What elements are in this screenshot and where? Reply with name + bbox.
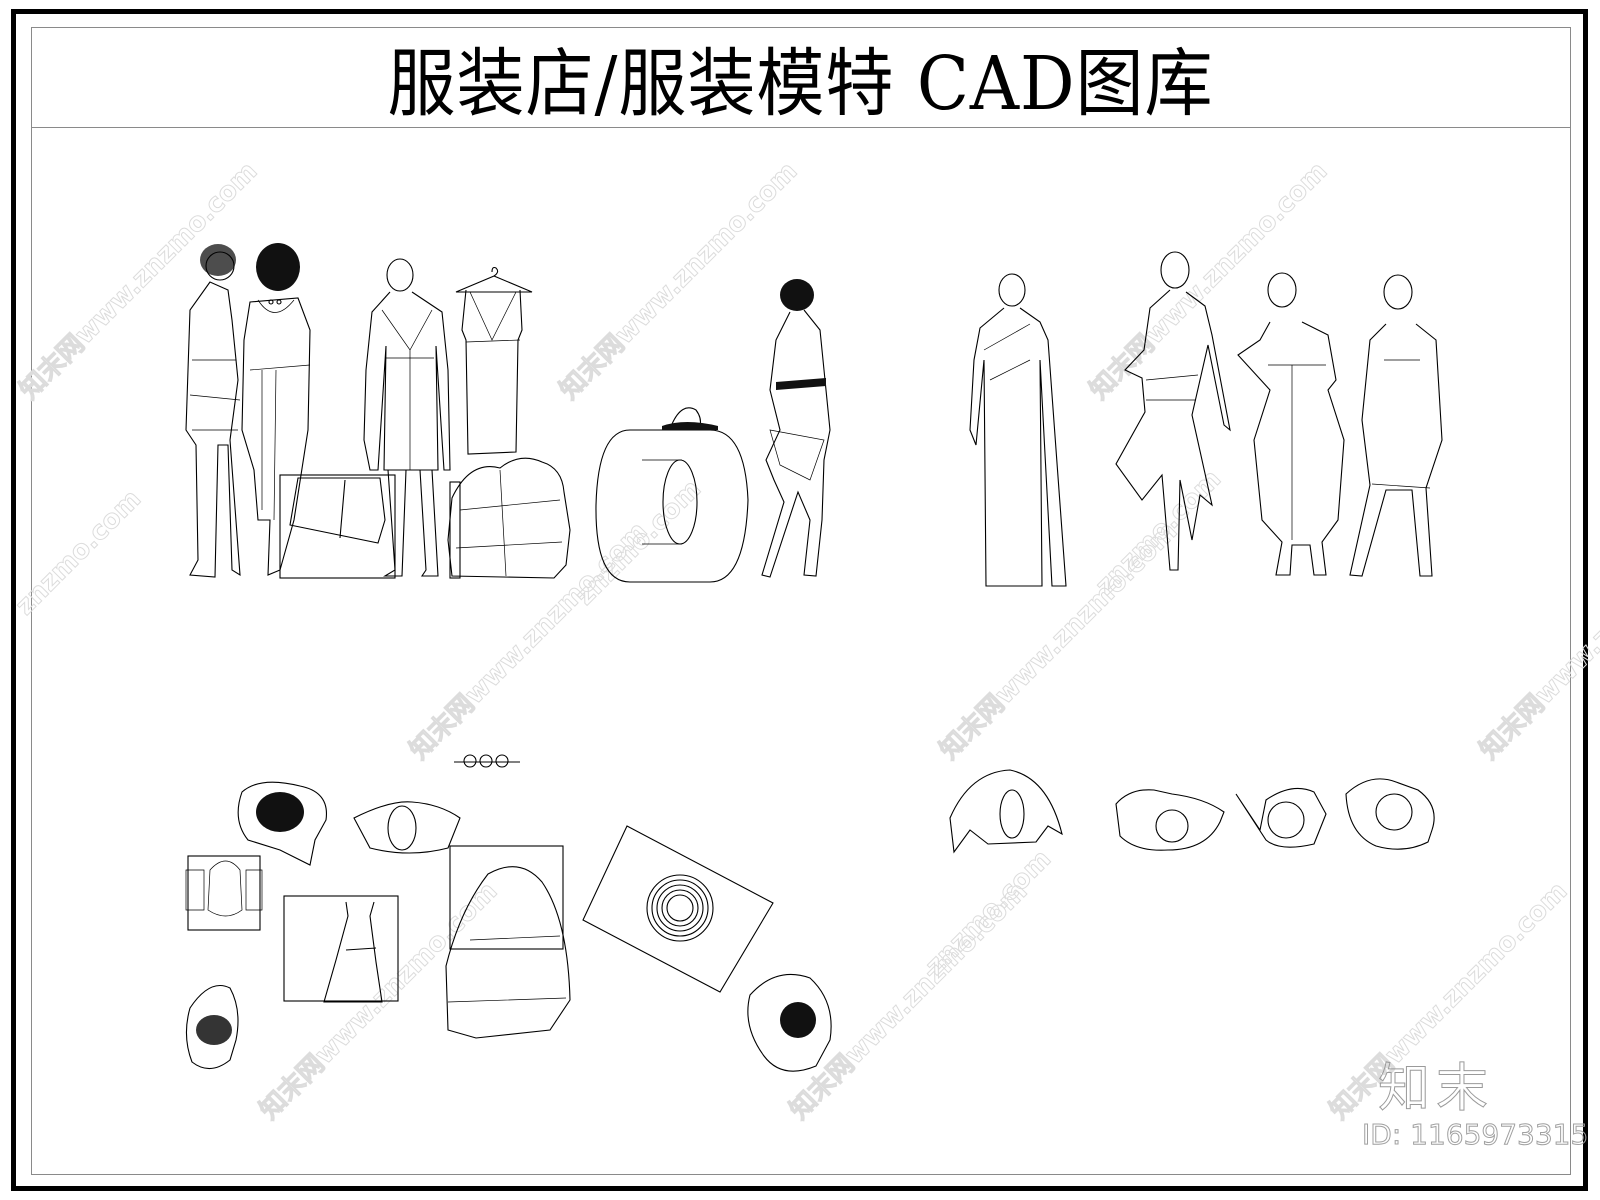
curly-hair-woman-back-view: [241, 243, 311, 576]
top-view-balloon-woman: [1235, 787, 1327, 848]
sheet-title: 服装店/服装模特 CAD图库: [387, 40, 1214, 127]
asset-id-label: ID: 1165973315: [1361, 1118, 1589, 1152]
inner-sheet-border: [31, 27, 1571, 1175]
top-view-clothes-pile-box: [445, 845, 571, 1039]
pile-of-clothes-on-stand: [447, 457, 571, 579]
elevation-group-right: [930, 240, 1470, 590]
standing-woman-side-view: [185, 244, 241, 578]
woman-balloon-dress: [1237, 272, 1345, 576]
elevation-group-left: [170, 230, 850, 590]
top-view-display-box: [185, 855, 263, 931]
top-view-hanger-rod: [454, 754, 520, 768]
plan-group-right: [940, 760, 1480, 860]
top-view-dress-on-box: [283, 895, 399, 1003]
top-view-gown-mannequin: [949, 769, 1063, 854]
walking-woman-bob-hair: [761, 279, 831, 578]
mannequin-asymmetric-skirt: [1115, 251, 1231, 571]
top-view-bubble-woman: [1345, 778, 1435, 850]
plan-group-left: [170, 740, 850, 1100]
woman-bubble-dress: [1349, 274, 1443, 577]
top-view-round-seat-square: [582, 825, 774, 993]
top-view-mannequin-shoulders: [353, 801, 461, 854]
dress-on-hanger: [455, 266, 533, 455]
brand-logo-text: 知末: [1377, 1059, 1495, 1120]
title-divider-line: [31, 127, 1570, 128]
top-view-bob-woman: [747, 974, 832, 1072]
outer-sheet-border: [11, 9, 1588, 1191]
round-cylinder-seat-with-hat: [595, 407, 749, 583]
top-view-curly-woman: [237, 781, 328, 866]
top-view-asymmetric-mannequin: [1115, 789, 1225, 851]
display-box-with-bag: [279, 474, 396, 579]
bald-mannequin-gown-cape: [969, 273, 1067, 587]
top-view-woman-walking: [185, 984, 239, 1070]
bald-mannequin-front-dress: [363, 258, 451, 577]
